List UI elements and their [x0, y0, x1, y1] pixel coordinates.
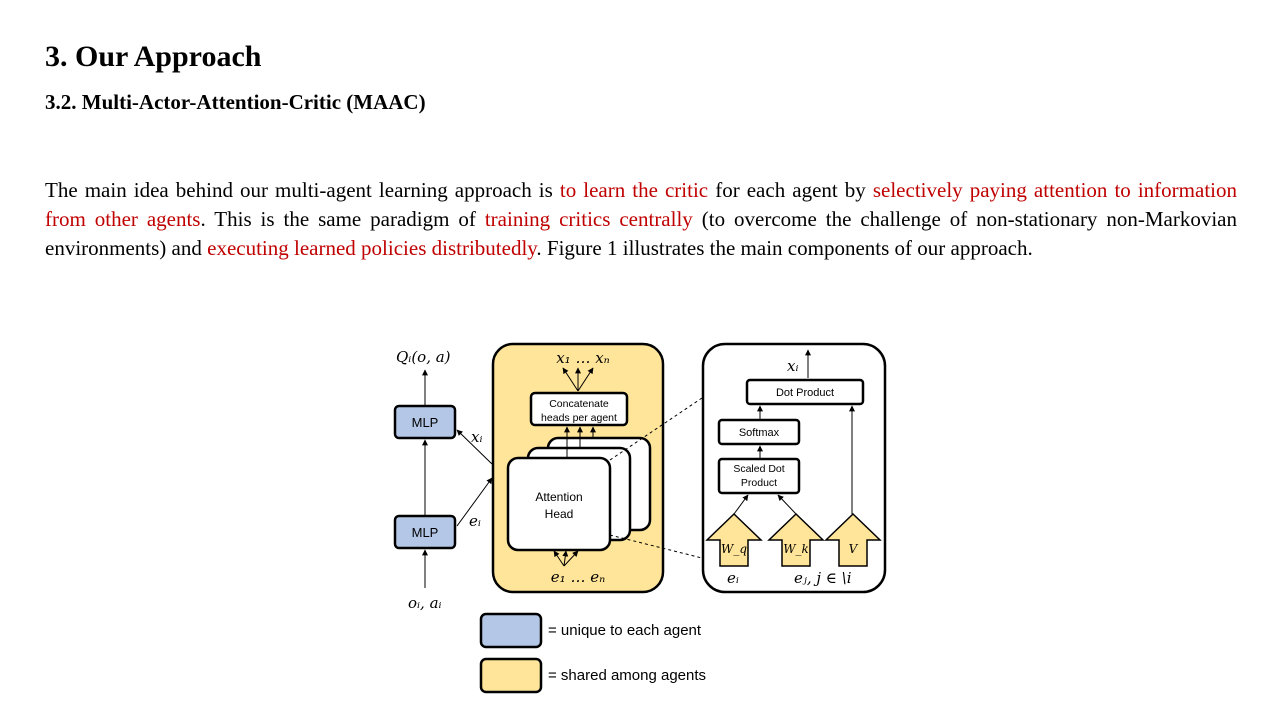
legend-unique-label: = unique to each agent [548, 622, 702, 639]
wk-label: W_k [783, 542, 809, 556]
concatenate-label-2: heads per agent [541, 412, 617, 424]
obs-action-label: oᵢ, aᵢ [408, 594, 442, 612]
attention-head-label-1: Attention [535, 490, 582, 504]
main-paragraph: The main idea behind our multi-agent lea… [45, 176, 1237, 263]
subsection-title: 3.2. Multi-Actor-Attention-Critic (MAAC) [45, 90, 426, 114]
arrow-xi-to-mlp [456, 429, 493, 465]
paragraph-segment: for each agent by [708, 178, 873, 202]
q-value-label: Qᵢ(o, a) [396, 348, 451, 366]
mlp-box-bottom [393, 514, 457, 550]
mlp-box-top [393, 404, 457, 440]
paragraph-segment: The main idea behind our multi-agent lea… [45, 178, 560, 202]
section-title: 3. Our Approach [45, 40, 262, 73]
zoom-line-bottom [609, 534, 703, 559]
arrow-wk-to-scaled [777, 494, 797, 515]
legend-shared-label: = shared among agents [548, 667, 706, 684]
arrow-input-to-head-1 [553, 550, 565, 567]
paragraph-segment: (to overcome the challenge of non-statio… [45, 207, 1238, 260]
wk-projection-arrow [767, 512, 825, 567]
arrow-ei-to-attention [456, 477, 493, 527]
softmax-box [717, 418, 801, 446]
wq-label: W_q [721, 542, 747, 556]
highlighted-phrase: to learn the critic [559, 178, 709, 202]
scaled-dot-label-2: Product [741, 477, 777, 489]
concatenate-box [529, 391, 629, 427]
scaled-dot-product-box [717, 457, 801, 495]
paragraph-segment: . Figure 1 illustrates the main componen… [536, 236, 1033, 260]
mlp-label-top: MLP [412, 415, 439, 430]
e-i-left-label: eᵢ [469, 512, 481, 530]
legend-swatch-shared [479, 657, 543, 694]
x-i-right-label: xᵢ [787, 357, 798, 375]
arrow-input-to-head-3 [563, 550, 579, 567]
outputs-label: x₁ … xₙ [556, 349, 610, 367]
maac-architecture-figure: Qᵢ(o, a) MLP MLP oᵢ, aᵢ xᵢ eᵢ x₁ … xₙ Co… [393, 342, 887, 694]
paragraph-segment: . This is the same paradigm of [200, 207, 485, 231]
e-j-label: eⱼ, j ∈ \i [794, 569, 852, 587]
v-projection-arrow [824, 512, 882, 567]
v-label: V [849, 542, 859, 556]
inputs-label: e₁ … eₙ [551, 568, 605, 586]
arrow-wq-to-scaled [733, 494, 749, 515]
dot-product-label: Dot Product [776, 387, 834, 399]
mlp-label-bottom: MLP [412, 525, 439, 540]
zoom-line-top [609, 397, 703, 461]
wq-projection-arrow [705, 512, 763, 567]
legend-swatch-unique [479, 612, 543, 649]
concatenate-label-1: Concatenate [549, 398, 609, 410]
attention-head-front [506, 456, 612, 552]
softmax-label: Softmax [739, 427, 780, 439]
arrow-input-to-head-2 [562, 550, 569, 567]
attention-head-label-2: Head [545, 507, 574, 521]
highlighted-phrase: selectively paying attention to informat… [45, 178, 1237, 231]
highlighted-phrase: executing learned policies distributedly [207, 236, 537, 260]
scaled-dot-label-1: Scaled Dot [733, 463, 784, 475]
highlighted-phrase: training critics centrally [484, 207, 693, 231]
x-i-left-label: xᵢ [471, 428, 482, 446]
e-i-right-label: eᵢ [727, 569, 739, 587]
dot-product-box [745, 378, 865, 406]
arrow-concat-out-1 [562, 367, 579, 392]
arrow-concat-out-3 [577, 367, 594, 392]
